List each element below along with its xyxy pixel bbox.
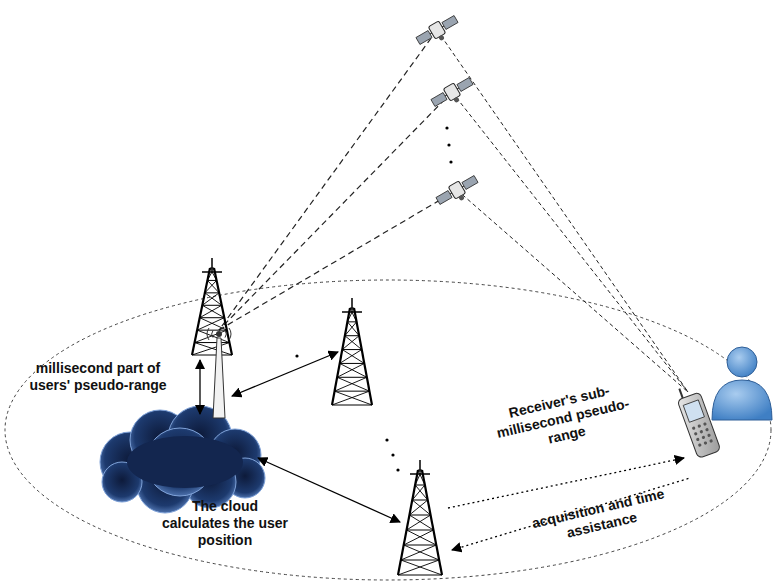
satellite-icon bbox=[429, 75, 476, 113]
coverage-ellipse bbox=[5, 280, 771, 580]
mobile-phone bbox=[674, 383, 721, 459]
annotation-label: acquisition and time assistance bbox=[518, 482, 682, 551]
cell-tower bbox=[398, 460, 442, 575]
satellite-icon bbox=[414, 13, 461, 51]
satellite-signals bbox=[219, 30, 688, 392]
ellipsis-dots bbox=[295, 126, 452, 471]
user-icon bbox=[712, 347, 772, 420]
annotation-label: The cloud calculates the user position bbox=[160, 498, 290, 549]
satellite-icon bbox=[434, 173, 481, 211]
cloud-server bbox=[100, 406, 265, 513]
annotation-label: millisecond part of users' pseudo-range bbox=[18, 360, 178, 394]
cell-tower bbox=[332, 298, 372, 405]
cloud-antenna bbox=[207, 328, 231, 418]
annotation-label: Receiver's sub-millisecond pseudo-range bbox=[488, 378, 638, 460]
cell-tower bbox=[192, 258, 232, 355]
